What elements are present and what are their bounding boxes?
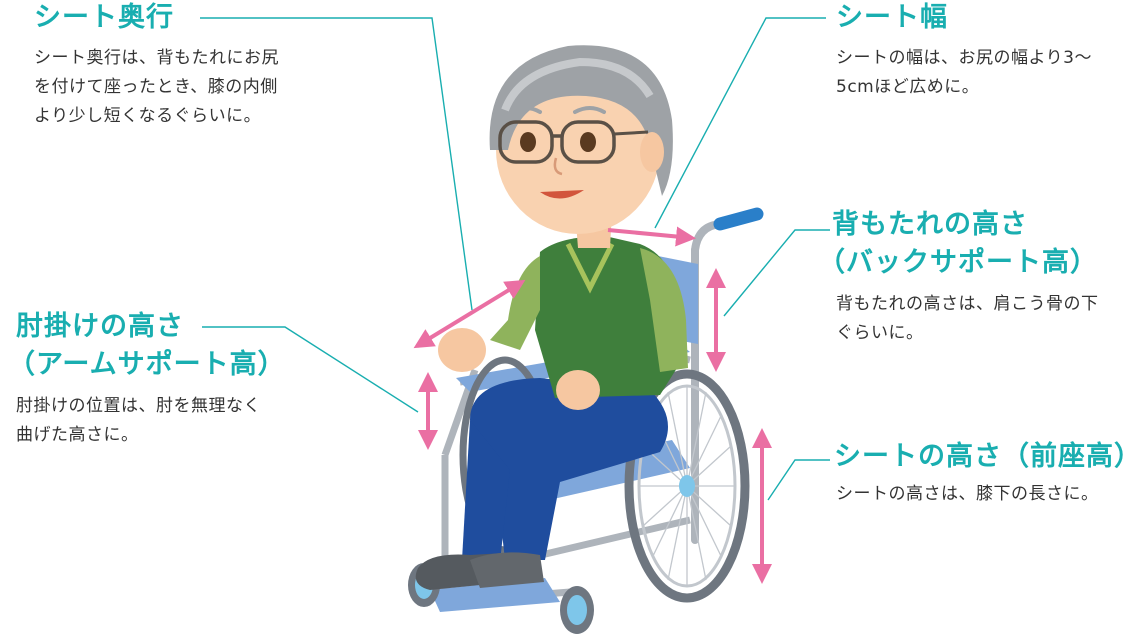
seat-depth-description: シート奥行は、背もたれにお尻 を付けて座ったとき、膝の内側 より少し短くなるぐら… xyxy=(34,48,279,126)
back-height-leader xyxy=(723,229,830,317)
seat-width-title: シート幅 xyxy=(836,2,948,33)
push-handle xyxy=(713,207,764,231)
seat-depth-arrow xyxy=(413,279,526,349)
seat-depth-leader xyxy=(200,17,473,311)
seat-height-title: シートの高さ（前座高） xyxy=(834,441,1142,472)
seat-depth-title: シート奥行 xyxy=(34,2,174,33)
back-height-subtitle: （バックサポート高） xyxy=(818,247,1098,278)
caster-wheel-right xyxy=(560,586,594,634)
seat-width-arrow xyxy=(607,226,696,247)
armrest-height-title: 肘掛けの高さ xyxy=(16,311,184,342)
armrest-height-subtitle: （アームサポート高） xyxy=(8,349,286,380)
seat-height-leader xyxy=(767,459,830,501)
rear-wheel xyxy=(624,369,750,603)
back-height-title: 背もたれの高さ xyxy=(832,209,1028,240)
elderly-man-figure xyxy=(415,45,688,590)
leader-lines xyxy=(200,17,830,501)
glasses xyxy=(498,120,649,164)
measurement-arrows xyxy=(413,226,772,584)
seat-width-description: シートの幅は、お尻の幅より3〜 5cmほど広めに。 xyxy=(836,48,1092,97)
armrest-height-leader xyxy=(202,326,419,413)
back-height-description: 背もたれの高さは、肩こう骨の下 ぐらいに。 xyxy=(836,294,1099,343)
seat-height-description: シートの高さは、膝下の長さに。 xyxy=(836,484,1099,504)
armrest-height-description: 肘掛けの位置は、肘を無理なく 曲げた高さに。 xyxy=(16,396,261,445)
seat-width-leader xyxy=(654,17,826,229)
